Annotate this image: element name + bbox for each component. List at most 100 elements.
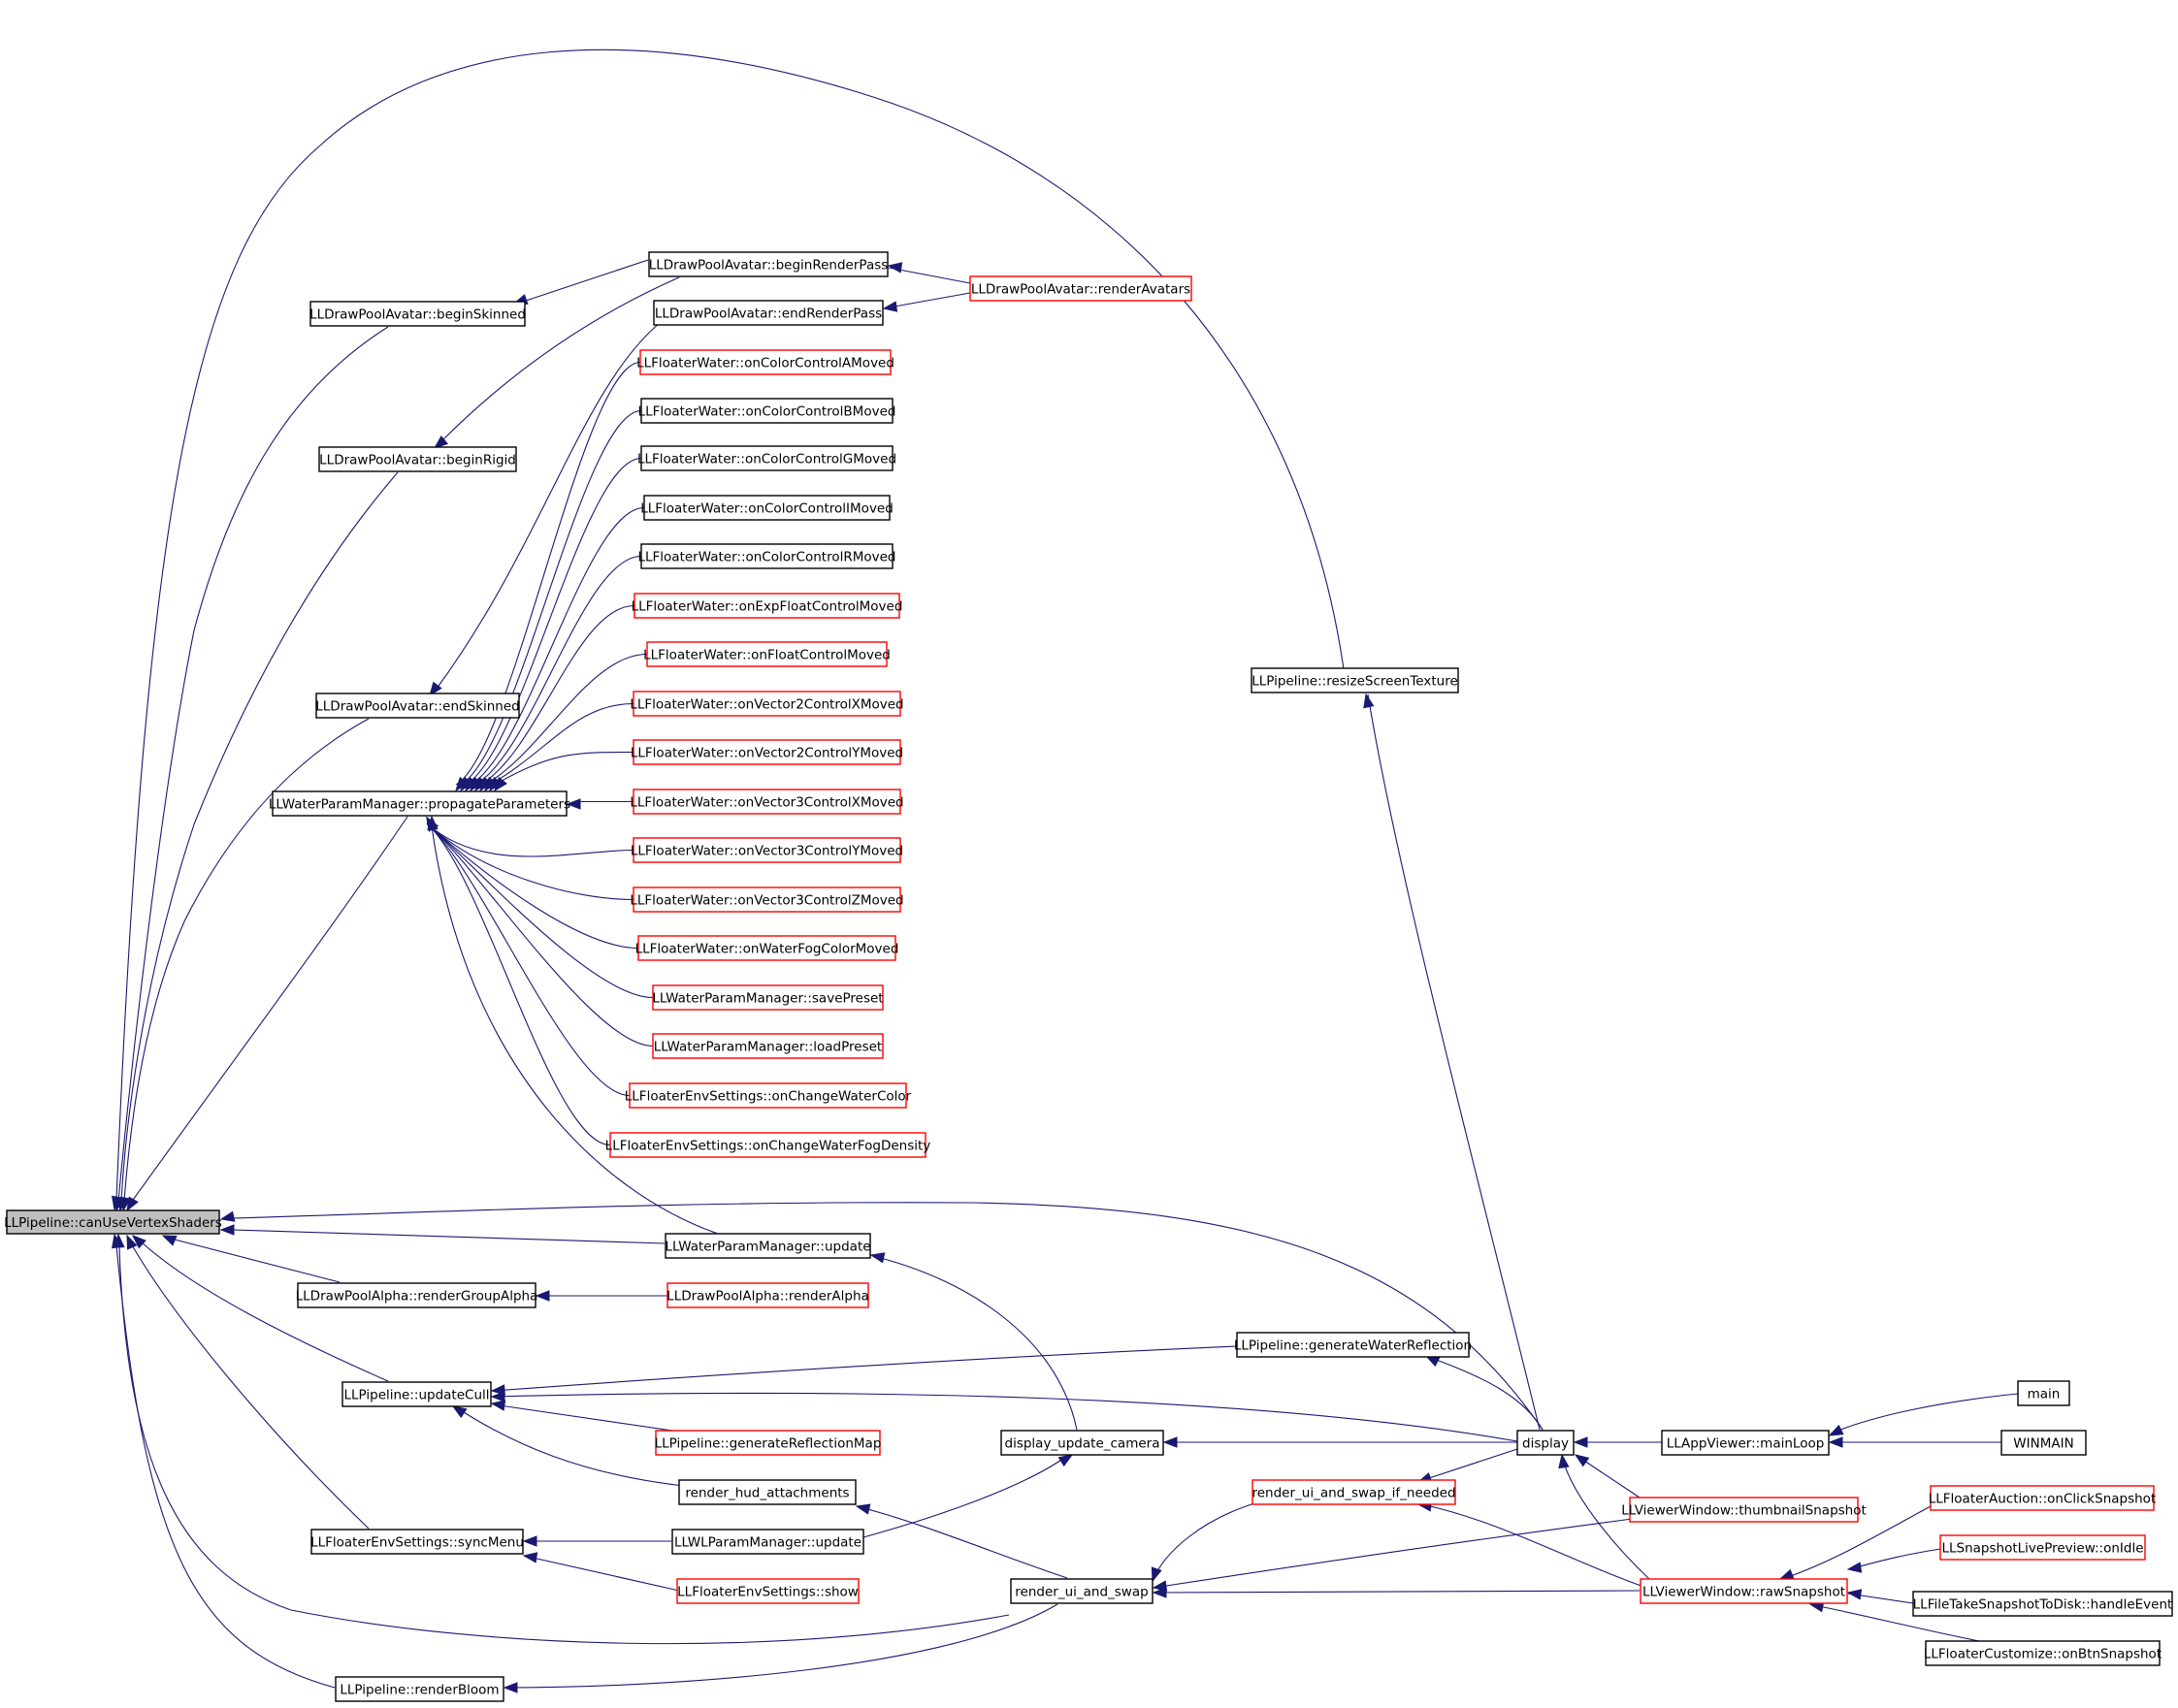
node-box[interactable] (1939, 1534, 2146, 1561)
node-box[interactable] (633, 886, 901, 913)
node-ccA[interactable]: LLFloaterWater::onColorControlAMoved (636, 349, 894, 375)
node-v3y[interactable]: LLFloaterWater::onVector3ControlYMoved (631, 837, 903, 863)
node-renderAvatars[interactable]: LLDrawPoolAvatar::renderAvatars (969, 275, 1192, 302)
node-winmain[interactable]: WINMAIN (2000, 1430, 2087, 1456)
node-v3x[interactable]: LLFloaterWater::onVector3ControlXMoved (630, 789, 904, 815)
node-box[interactable] (1925, 1640, 2161, 1666)
node-main[interactable]: main (2017, 1380, 2070, 1406)
node-endRenderPass[interactable]: LLDrawPoolAvatar::endRenderPass (653, 300, 884, 326)
node-rawSnap[interactable]: LLViewerWindow::rawSnapshot (1640, 1578, 1848, 1604)
node-box[interactable] (634, 593, 900, 619)
node-renderBloom[interactable]: LLPipeline::renderBloom (335, 1676, 504, 1702)
node-expFloat[interactable]: LLFloaterWater::onExpFloatControlMoved (632, 593, 903, 619)
node-box[interactable] (1629, 1497, 1859, 1523)
node-beginRenderPass[interactable]: LLDrawPoolAvatar::beginRenderPass (648, 251, 889, 277)
node-display[interactable]: display (1516, 1430, 1575, 1456)
node-v3z[interactable]: LLFloaterWater::onVector3ControlZMoved (630, 886, 904, 913)
node-box[interactable] (609, 1132, 926, 1158)
node-box[interactable] (640, 398, 894, 424)
node-box[interactable] (1516, 1430, 1575, 1456)
node-beginRigid[interactable]: LLDrawPoolAvatar::beginRigid (318, 446, 517, 472)
node-box[interactable] (633, 739, 901, 765)
node-loadPreset[interactable]: LLWaterParamManager::loadPreset (652, 1033, 884, 1059)
node-box[interactable] (335, 1676, 504, 1702)
node-thumb[interactable]: LLViewerWindow::thumbnailSnapshot (1621, 1497, 1867, 1523)
node-propagate[interactable]: LLWaterParamManager::propagateParameters (269, 790, 570, 817)
node-box[interactable] (637, 935, 896, 961)
node-box[interactable] (629, 1082, 907, 1109)
node-wlUpdate[interactable]: LLWLParamManager::update (671, 1529, 864, 1555)
node-box[interactable] (678, 1479, 857, 1505)
node-box[interactable] (315, 693, 520, 719)
node-endSkinned[interactable]: LLDrawPoolAvatar::endSkinned (315, 693, 520, 719)
node-box[interactable] (1252, 1479, 1456, 1505)
node-box[interactable] (676, 1578, 860, 1604)
node-customize[interactable]: LLFloaterCustomize::onBtnSnapshot (1924, 1640, 2162, 1666)
node-preview[interactable]: LLSnapshotLivePreview::onIdle (1939, 1534, 2146, 1561)
node-groupAlpha[interactable]: LLDrawPoolAlpha::renderGroupAlpha (296, 1282, 538, 1308)
node-box[interactable] (1640, 1578, 1848, 1604)
node-renderAlpha[interactable]: LLDrawPoolAlpha::renderAlpha (666, 1282, 869, 1308)
node-v2y[interactable]: LLFloaterWater::onVector2ControlYMoved (631, 739, 903, 765)
node-resize[interactable]: LLPipeline::resizeScreenTexture (1251, 667, 1459, 693)
node-auction[interactable]: LLFloaterAuction::onClickSnapshot (1929, 1485, 2157, 1511)
node-ccG[interactable]: LLFloaterWater::onColorControlGMoved (637, 445, 896, 471)
node-box[interactable] (652, 1033, 884, 1059)
node-mainLoop[interactable]: LLAppViewer::mainLoop (1661, 1430, 1830, 1456)
node-box[interactable] (1912, 1591, 2173, 1617)
node-canUse[interactable]: LLPipeline::canUseVertexShaders (4, 1209, 222, 1235)
node-envWaterColor[interactable]: LLFloaterEnvSettings::onChangeWaterColor (625, 1082, 912, 1109)
node-box[interactable] (633, 837, 901, 863)
node-genRefl[interactable]: LLPipeline::generateReflectionMap (655, 1430, 882, 1456)
node-wpmUpdate[interactable]: LLWaterParamManager::update (665, 1233, 871, 1259)
node-box[interactable] (639, 349, 892, 375)
node-swap[interactable]: render_ui_and_swap (1010, 1578, 1154, 1604)
node-box[interactable] (1236, 1332, 1470, 1358)
node-fogColor[interactable]: LLFloaterWater::onWaterFogColorMoved (635, 935, 899, 961)
node-v2x[interactable]: LLFloaterWater::onVector2ControlXMoved (630, 691, 904, 717)
node-box[interactable] (310, 1529, 524, 1555)
node-box[interactable] (653, 300, 884, 326)
node-beginSkinned[interactable]: LLDrawPoolAvatar::beginSkinned (309, 301, 526, 327)
node-box[interactable] (309, 301, 526, 327)
node-box[interactable] (1661, 1430, 1830, 1456)
node-box[interactable] (6, 1209, 220, 1235)
node-box[interactable] (969, 275, 1192, 302)
node-box[interactable] (666, 1282, 869, 1308)
node-swapIf[interactable]: render_ui_and_swap_if_needed (1252, 1479, 1456, 1505)
node-updateCull[interactable]: LLPipeline::updateCull (341, 1381, 492, 1407)
node-box[interactable] (272, 790, 568, 817)
node-ccI[interactable]: LLFloaterWater::onColorControlIMoved (640, 495, 894, 521)
node-envShow[interactable]: LLFloaterEnvSettings::show (676, 1578, 860, 1604)
node-box[interactable] (1930, 1485, 2155, 1511)
node-box[interactable] (1010, 1578, 1154, 1604)
node-ccR[interactable]: LLFloaterWater::onColorControlRMoved (637, 543, 896, 569)
node-hud[interactable]: render_hud_attachments (678, 1479, 857, 1505)
node-box[interactable] (1000, 1430, 1164, 1456)
node-box[interactable] (671, 1529, 864, 1555)
node-box[interactable] (646, 641, 888, 667)
node-ccB[interactable]: LLFloaterWater::onColorControlBMoved (638, 398, 896, 424)
node-box[interactable] (633, 789, 901, 815)
node-box[interactable] (655, 1430, 881, 1456)
node-camera[interactable]: display_update_camera (1000, 1430, 1164, 1456)
node-box[interactable] (652, 984, 884, 1011)
node-box[interactable] (648, 251, 889, 277)
node-fileSnap[interactable]: LLFileTakeSnapshotToDisk::handleEvent (1912, 1591, 2173, 1617)
node-box[interactable] (297, 1282, 536, 1308)
node-savePreset[interactable]: LLWaterParamManager::savePreset (652, 984, 884, 1011)
node-floatCtl[interactable]: LLFloaterWater::onFloatControlMoved (643, 641, 891, 667)
node-box[interactable] (640, 445, 894, 471)
node-genWater[interactable]: LLPipeline::generateWaterReflection (1234, 1332, 1472, 1358)
node-syncMenu[interactable]: LLFloaterEnvSettings::syncMenu (310, 1529, 524, 1555)
node-box[interactable] (318, 446, 517, 472)
node-box[interactable] (633, 691, 901, 717)
node-box[interactable] (2017, 1380, 2070, 1406)
node-box[interactable] (2000, 1430, 2087, 1456)
node-box[interactable] (640, 543, 894, 569)
node-box[interactable] (1251, 667, 1459, 693)
node-envFogDensity[interactable]: LLFloaterEnvSettings::onChangeWaterFogDe… (605, 1132, 931, 1158)
node-box[interactable] (643, 495, 891, 521)
node-box[interactable] (341, 1381, 492, 1407)
node-box[interactable] (665, 1233, 871, 1259)
